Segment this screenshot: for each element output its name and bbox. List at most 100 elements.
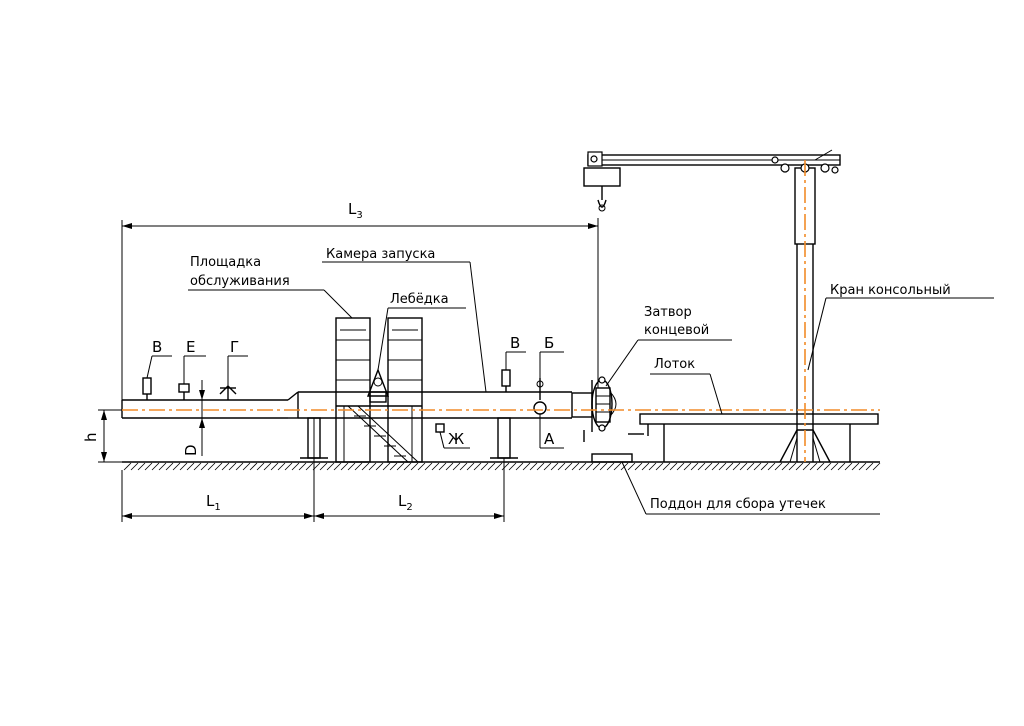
ground-hatch (417, 462, 426, 471)
ground-hatch (781, 462, 790, 471)
dim-d: D (182, 444, 200, 456)
ground-hatch (221, 462, 230, 471)
ground-hatch (123, 462, 132, 471)
ground-hatch (193, 462, 202, 471)
dim-h: h (82, 432, 100, 442)
label-platform-line2: обслуживания (190, 274, 290, 289)
ground-hatch (270, 462, 279, 471)
label-launch-chamber: Камера запуска (326, 247, 435, 262)
ground-hatch (851, 462, 860, 471)
ground-hatch (284, 462, 293, 471)
ground-hatch (725, 462, 734, 471)
ground-hatch (165, 462, 174, 471)
ground-hatch (746, 462, 755, 471)
ground-hatch (291, 462, 300, 471)
ground-hatch (214, 462, 223, 471)
marker-e: Е (186, 338, 195, 356)
ground-hatch (396, 462, 405, 471)
ground-hatch (536, 462, 545, 471)
ground-hatch (690, 462, 699, 471)
ground-hatch (858, 462, 867, 471)
ground-hatch (718, 462, 727, 471)
ground-hatch (179, 462, 188, 471)
ground-hatch (508, 462, 517, 471)
ground-hatch (816, 462, 825, 471)
label-jib-crane: Кран консольный (830, 283, 951, 298)
label-drip-pan: Поддон для сбора утечек (650, 497, 826, 512)
ground-hatch (802, 462, 811, 471)
ground-hatch (382, 462, 391, 471)
ground-hatch (459, 462, 468, 471)
ground-hatch (732, 462, 741, 471)
ground-hatch (473, 462, 482, 471)
marker-g: Г (230, 338, 239, 356)
ground-hatch (326, 462, 335, 471)
ground-hatch (557, 462, 566, 471)
tray (639, 413, 879, 462)
ground-hatch (550, 462, 559, 471)
ground-hatch (207, 462, 216, 471)
ground-hatch (837, 462, 846, 471)
label-platform-line1: Площадка (190, 255, 261, 270)
ground-hatch (865, 462, 874, 471)
ground-hatch (200, 462, 209, 471)
marker-v-right: В (510, 334, 520, 352)
marker-zh: Ж (448, 430, 464, 448)
ground-hatch (683, 462, 692, 471)
ground-hatch (522, 462, 531, 471)
ground-hatch (445, 462, 454, 471)
dim-l1: L1 (206, 492, 221, 513)
ground-hatch (529, 462, 538, 471)
ground-hatch (431, 462, 440, 471)
label-end-closure-line2: концевой (644, 323, 709, 338)
ground-hatch (641, 462, 650, 471)
ground-hatch (340, 462, 349, 471)
ground-hatch (256, 462, 265, 471)
ground-hatch (228, 462, 237, 471)
ground-hatch (753, 462, 762, 471)
label-winch: Лебёдка (390, 292, 449, 307)
ground-hatch (466, 462, 475, 471)
ground-hatch (424, 462, 433, 471)
ground-hatch (298, 462, 307, 471)
jib-crane (583, 149, 841, 463)
ground-hatch (676, 462, 685, 471)
ground-hatch (774, 462, 783, 471)
marker-v-left: В (152, 338, 162, 356)
ground-hatch (578, 462, 587, 471)
ground-hatch (242, 462, 251, 471)
marker-b: Б (544, 334, 554, 352)
ground-hatch (158, 462, 167, 471)
label-end-closure-line1: Затвор (644, 305, 692, 320)
ground (122, 461, 881, 471)
ground-hatch (795, 462, 804, 471)
ground-hatch (305, 462, 314, 471)
ground-hatch (389, 462, 398, 471)
ground-hatch (872, 462, 881, 471)
ground-hatch (487, 462, 496, 471)
ground-hatch (319, 462, 328, 471)
ground-hatch (354, 462, 363, 471)
ground-hatch (571, 462, 580, 471)
ground-hatch (655, 462, 664, 471)
ground-hatch (151, 462, 160, 471)
ground-hatch (648, 462, 657, 471)
ground-hatch (144, 462, 153, 471)
label-tray: Лоток (654, 357, 695, 372)
ground-hatch (739, 462, 748, 471)
ground-hatch (592, 462, 601, 471)
ground-hatch (564, 462, 573, 471)
ground-hatch (760, 462, 769, 471)
ground-hatch (172, 462, 181, 471)
ground-hatch (452, 462, 461, 471)
winch (366, 368, 390, 403)
ground-hatch (613, 462, 622, 471)
ground-hatch (669, 462, 678, 471)
ground-hatch (501, 462, 510, 471)
ground-hatch (515, 462, 524, 471)
ground-hatch (361, 462, 370, 471)
end-closure (583, 376, 644, 442)
ground-hatch (277, 462, 286, 471)
ground-hatch (263, 462, 272, 471)
